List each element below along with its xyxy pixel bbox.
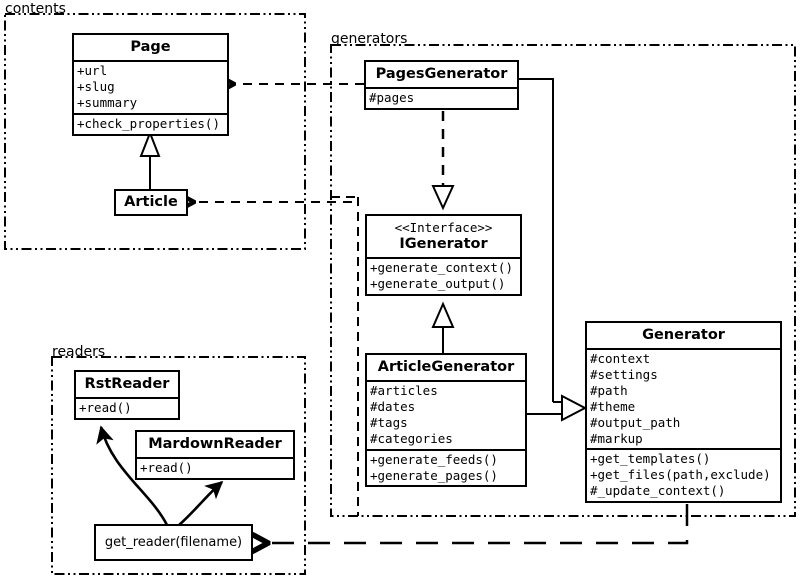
method-row: #_update_context() — [590, 483, 726, 499]
relation-articlegenerator-generalizes-generator — [527, 394, 588, 422]
attribute-row: #articles — [370, 383, 438, 399]
class-box-mardownreader[interactable]: MardownReader +read() — [135, 430, 295, 481]
class-box-igenerator[interactable]: <<Interface>> IGenerator +generate_conte… — [365, 214, 522, 296]
class-methods-mardownreader: +read() — [137, 457, 293, 478]
relation-generator-depends-getreader — [268, 504, 689, 543]
attribute-row: #output_path — [590, 414, 681, 430]
class-attributes-generator: #context #settings #path #theme #output_… — [587, 348, 780, 448]
attribute-row: #markup — [590, 430, 643, 446]
attribute-row: #dates — [370, 399, 416, 415]
class-title-generator: Generator — [642, 327, 725, 343]
class-box-generator[interactable]: Generator #context #settings #path #them… — [585, 321, 782, 504]
class-title-pagesgenerator: PagesGenerator — [375, 66, 508, 82]
method-row: +generate_pages() — [370, 467, 498, 483]
attribute-row: #settings — [590, 367, 658, 383]
attribute-row: #pages — [369, 90, 415, 106]
class-title-igenerator: <<Interface>> IGenerator — [367, 216, 520, 257]
class-name-igenerator: IGenerator — [399, 235, 488, 252]
attribute-row: +url — [77, 63, 108, 79]
class-methods-rstreader: +read() — [76, 397, 178, 418]
attribute-row: #path — [590, 382, 628, 398]
attribute-row: #tags — [370, 414, 408, 430]
class-title-mardownreader: MardownReader — [148, 436, 282, 452]
relation-pagesgenerator-realizes-igenerator — [431, 111, 455, 211]
method-row: +get_files(path,exclude) — [590, 467, 771, 483]
method-row: +get_templates() — [590, 451, 711, 467]
class-methods-generator: +get_templates() +get_files(path,exclude… — [587, 448, 780, 501]
method-row: +check_properties() — [77, 115, 220, 131]
class-methods-page: +check_properties() — [74, 112, 227, 134]
class-methods-igenerator: +generate_context() +generate_output() — [367, 256, 520, 294]
method-row: +generate_feeds() — [370, 451, 498, 467]
class-title-rstreader: RstReader — [84, 376, 170, 392]
class-attributes-articlegenerator: #articles #dates #tags #categories — [367, 380, 525, 449]
class-stereotype-igenerator: <<Interface>> — [394, 220, 493, 235]
class-box-article[interactable]: Article — [114, 189, 188, 216]
function-label-get-reader: get_reader(filename) — [104, 535, 243, 550]
class-box-rstreader[interactable]: RstReader +read() — [74, 370, 180, 421]
relation-articlegenerator-realizes-igenerator — [431, 301, 455, 353]
class-box-page[interactable]: Page +url +slug +summary +check_properti… — [72, 33, 229, 136]
attribute-row: #context — [590, 351, 651, 367]
method-row: +generate_context() — [370, 259, 513, 275]
class-title-page: Page — [130, 39, 171, 55]
class-attributes-pagesgenerator: #pages — [366, 87, 517, 108]
method-row: +read() — [79, 400, 132, 416]
function-box-get-reader[interactable]: get_reader(filename) — [94, 524, 253, 561]
package-label-contents: contents — [5, 1, 66, 17]
class-attributes-page: +url +slug +summary — [74, 60, 227, 113]
package-label-generators: generators — [331, 31, 408, 47]
relation-article-generalizes-page — [139, 130, 161, 190]
class-box-pagesgenerator[interactable]: PagesGenerator #pages — [364, 60, 519, 111]
method-row: +generate_output() — [370, 275, 506, 291]
attribute-row: +summary — [77, 94, 138, 110]
attribute-row: #theme — [590, 398, 636, 414]
attribute-row: #categories — [370, 430, 453, 446]
attribute-row: +slug — [77, 79, 115, 95]
class-methods-articlegenerator: +generate_feeds() +generate_pages() — [367, 448, 525, 486]
class-box-articlegenerator[interactable]: ArticleGenerator #articles #dates #tags … — [365, 353, 527, 488]
class-title-articlegenerator: ArticleGenerator — [377, 359, 515, 375]
class-title-article: Article — [124, 194, 178, 210]
method-row: +read() — [140, 460, 193, 476]
package-label-readers: readers — [52, 344, 106, 360]
relation-getreader-calls-mardownreader — [177, 480, 224, 527]
